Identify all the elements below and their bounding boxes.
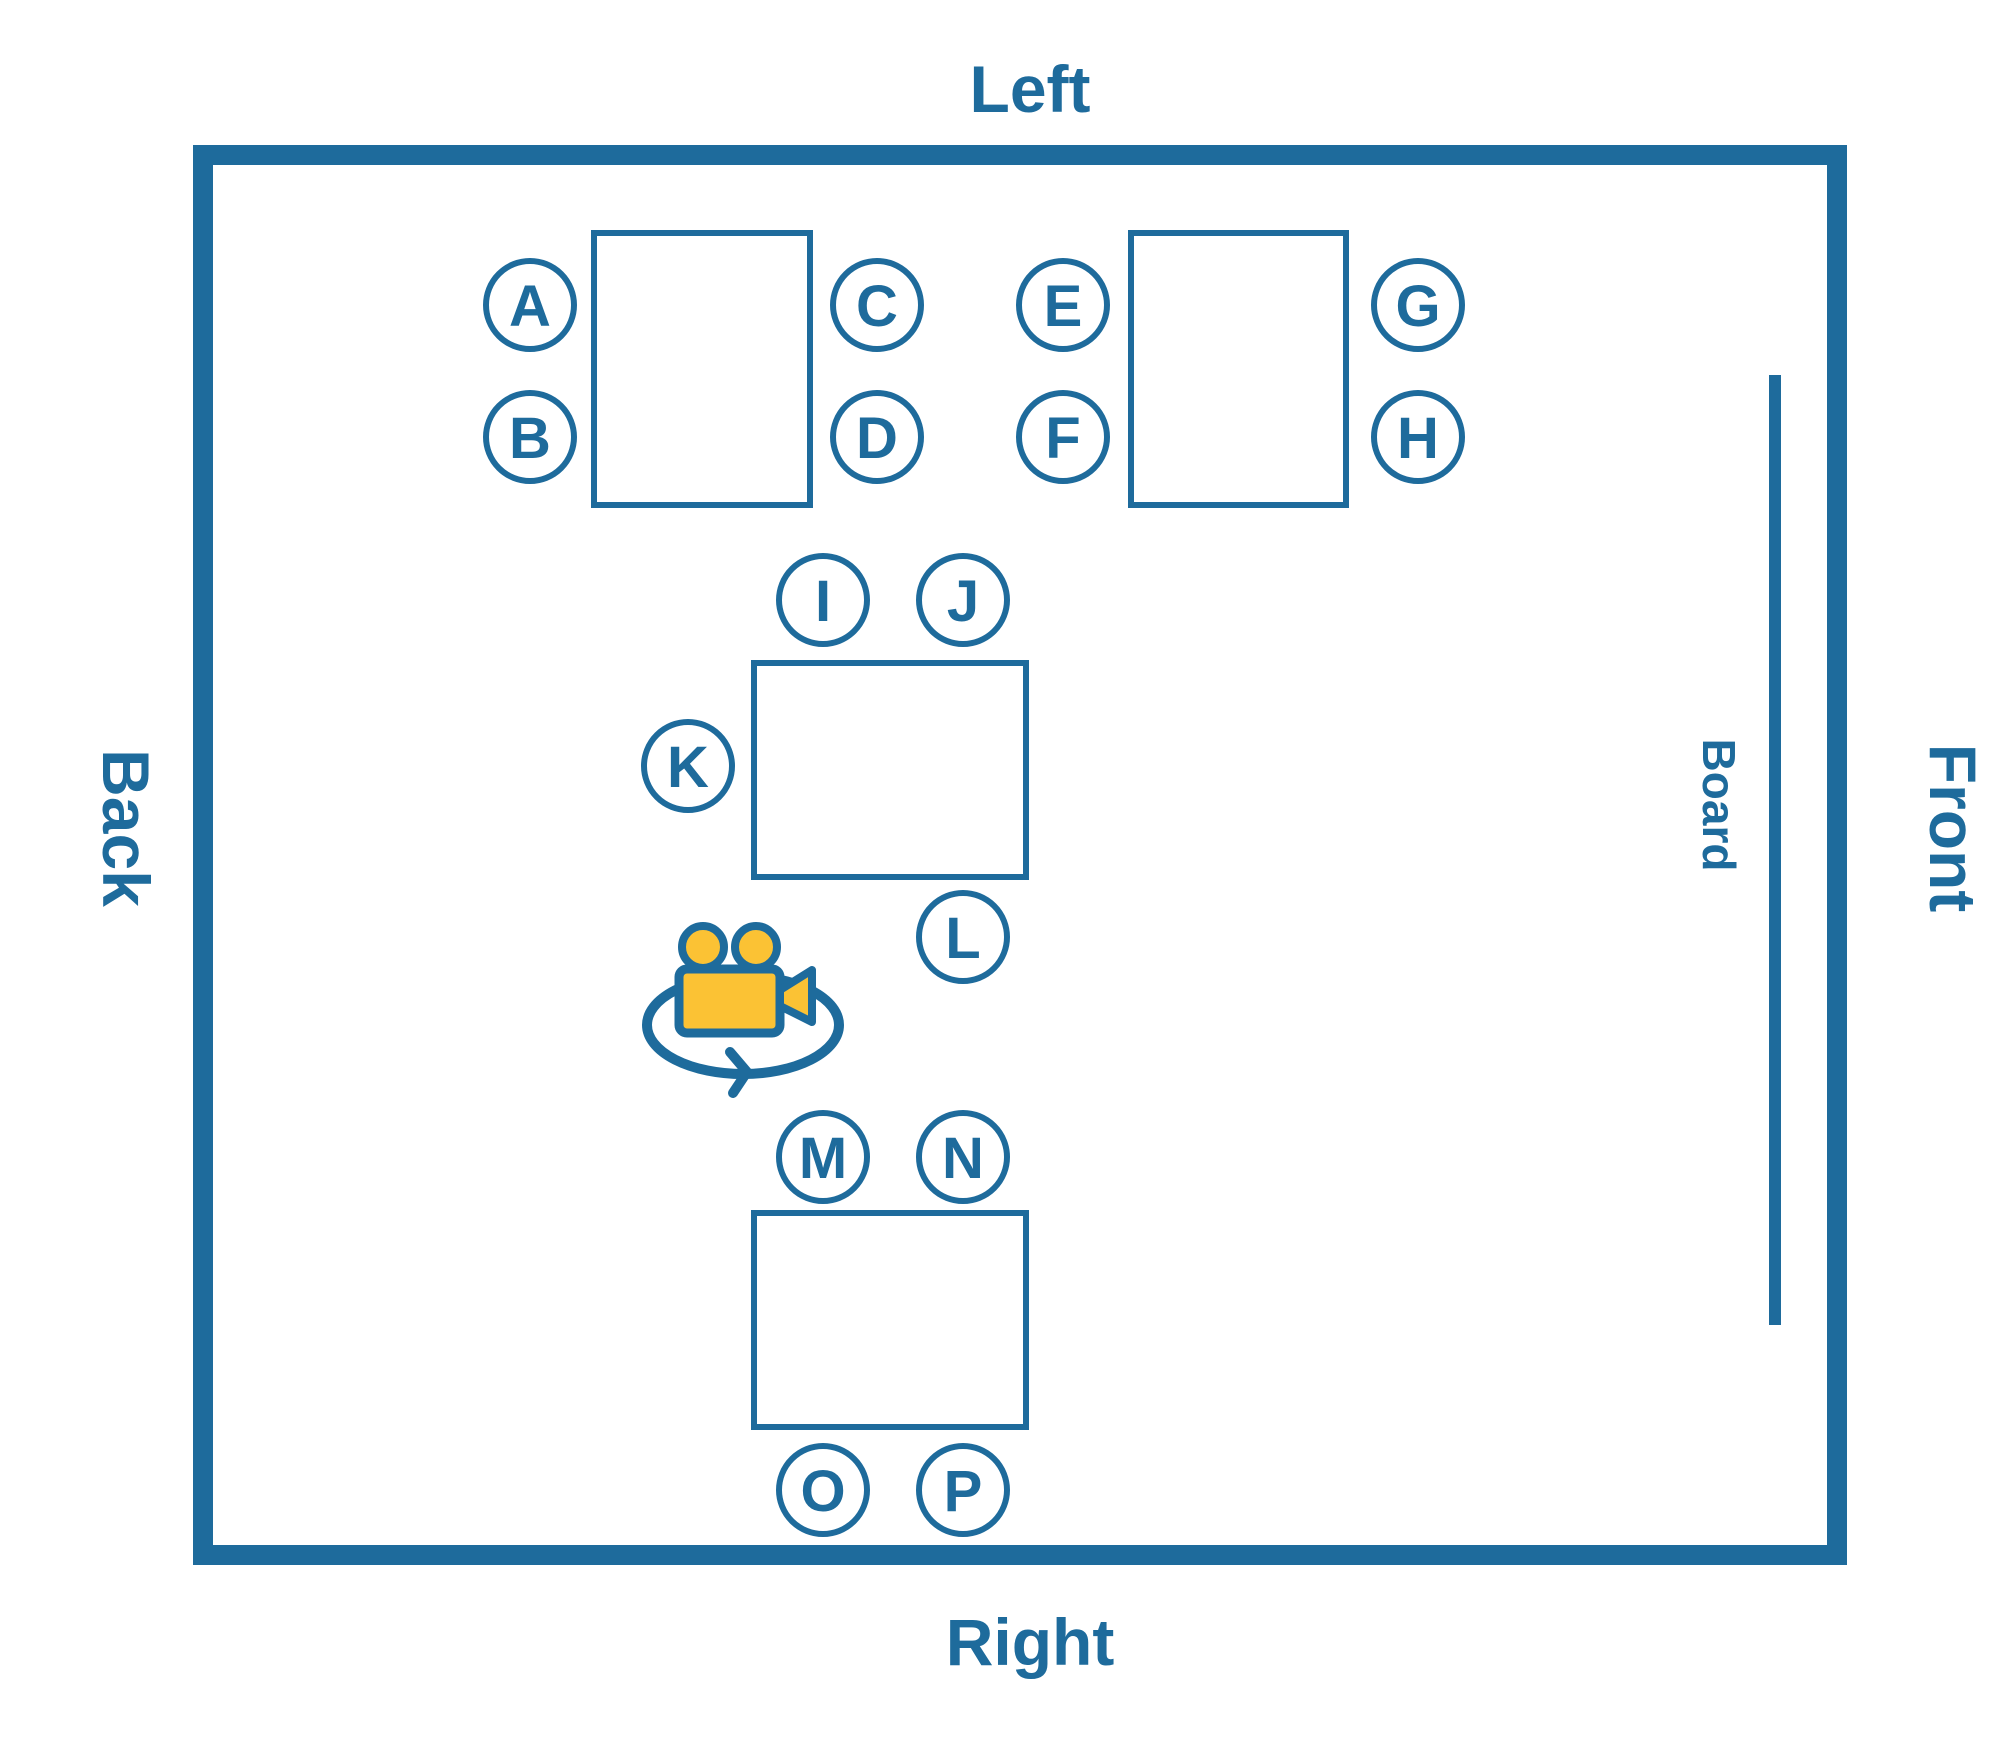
seat-i: I [776, 553, 870, 647]
seat-label: C [856, 274, 898, 339]
seat-label: G [1395, 274, 1440, 339]
table-3 [751, 660, 1029, 880]
wall-label-bottom: Right [946, 1605, 1115, 1679]
seat-label: P [944, 1459, 983, 1524]
seat-a: A [483, 258, 577, 352]
seat-label: O [800, 1459, 845, 1524]
seat-c: C [830, 258, 924, 352]
seat-label: M [799, 1126, 847, 1191]
wall-label-right: Front [1916, 744, 1990, 913]
seat-g: G [1371, 258, 1465, 352]
seat-d: D [830, 390, 924, 484]
table-1 [591, 230, 813, 508]
seat-j: J [916, 553, 1010, 647]
table-4 [751, 1210, 1029, 1430]
seat-label: I [815, 569, 831, 634]
wall-label-top: Left [970, 52, 1091, 126]
seats-layer: A B C D E F G H I J K L M N O P [483, 258, 1465, 1537]
room-walls [193, 145, 1847, 1565]
rotating-video-camera-icon [642, 922, 844, 1098]
seat-n: N [916, 1110, 1010, 1204]
seat-label: L [945, 906, 980, 971]
seat-label: F [1045, 406, 1080, 471]
seat-p: P [916, 1443, 1010, 1537]
seat-label: J [947, 569, 979, 634]
table-2 [1128, 230, 1349, 508]
seat-label: E [1044, 274, 1083, 339]
seat-label: H [1397, 406, 1439, 471]
board-label: Board [1693, 739, 1745, 872]
seat-label: A [509, 274, 551, 339]
seat-h: H [1371, 390, 1465, 484]
seat-label: B [509, 406, 551, 471]
wall-label-left: Back [89, 749, 163, 907]
seat-l: L [916, 890, 1010, 984]
seat-k: K [641, 719, 735, 813]
seat-e: E [1016, 258, 1110, 352]
seat-label: K [667, 735, 709, 800]
seat-o: O [776, 1443, 870, 1537]
seat-b: B [483, 390, 577, 484]
seat-f: F [1016, 390, 1110, 484]
seat-label: D [856, 406, 898, 471]
seat-label: N [942, 1126, 984, 1191]
seat-m: M [776, 1110, 870, 1204]
